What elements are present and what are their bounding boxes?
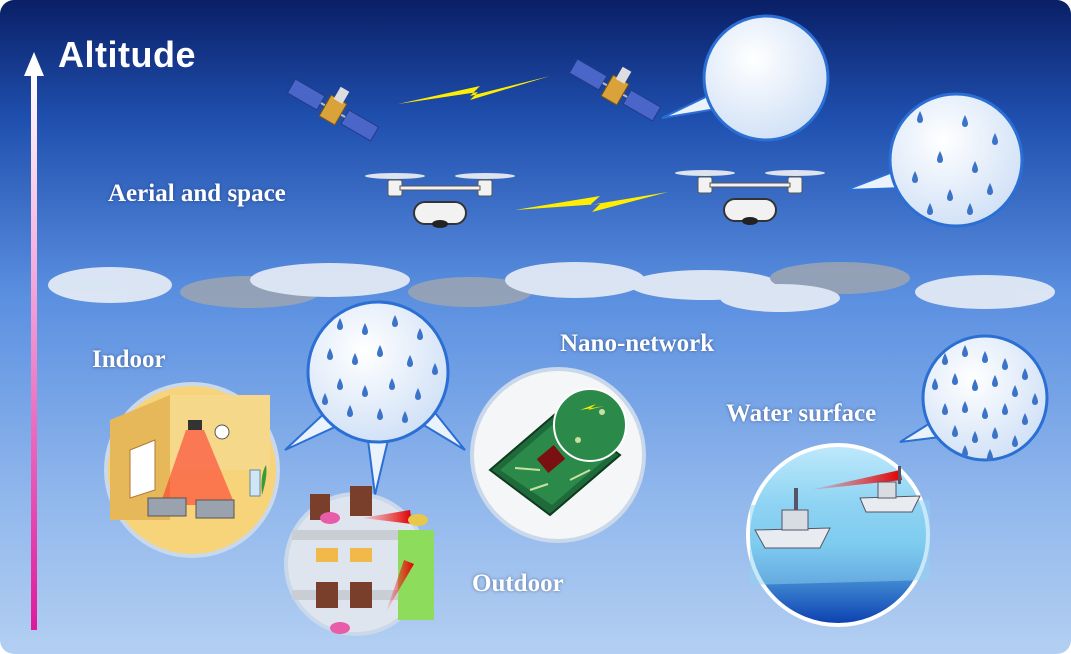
altitude-axis-label: Altitude <box>58 34 196 75</box>
aerial-space-label: Aerial and space <box>108 180 286 207</box>
nano-network-label: Nano-network <box>560 330 715 357</box>
outdoor-label: Outdoor <box>472 570 564 597</box>
chip-icon <box>470 367 646 543</box>
satellite-icon <box>286 78 380 142</box>
rain-bubble-icon <box>899 334 1049 462</box>
rain-bubble-icon <box>845 92 1024 228</box>
drone-icon <box>365 173 515 228</box>
satellite-icon <box>568 58 662 122</box>
lightning-link-icon <box>398 76 550 104</box>
rain-bubble-icon <box>284 300 466 496</box>
city-street-icon <box>284 486 434 636</box>
water-surface-label: Water surface <box>726 400 877 427</box>
office-room-icon <box>104 382 280 558</box>
ship-icon <box>746 443 930 627</box>
cloud-layer <box>48 262 1055 312</box>
altitude-axis <box>31 70 37 630</box>
indoor-label: Indoor <box>92 346 166 373</box>
drone-icon <box>675 170 825 225</box>
clear-sky-bubble <box>661 14 830 142</box>
altitude-arrowhead-icon <box>24 52 44 76</box>
lightning-link-icon <box>515 192 668 212</box>
